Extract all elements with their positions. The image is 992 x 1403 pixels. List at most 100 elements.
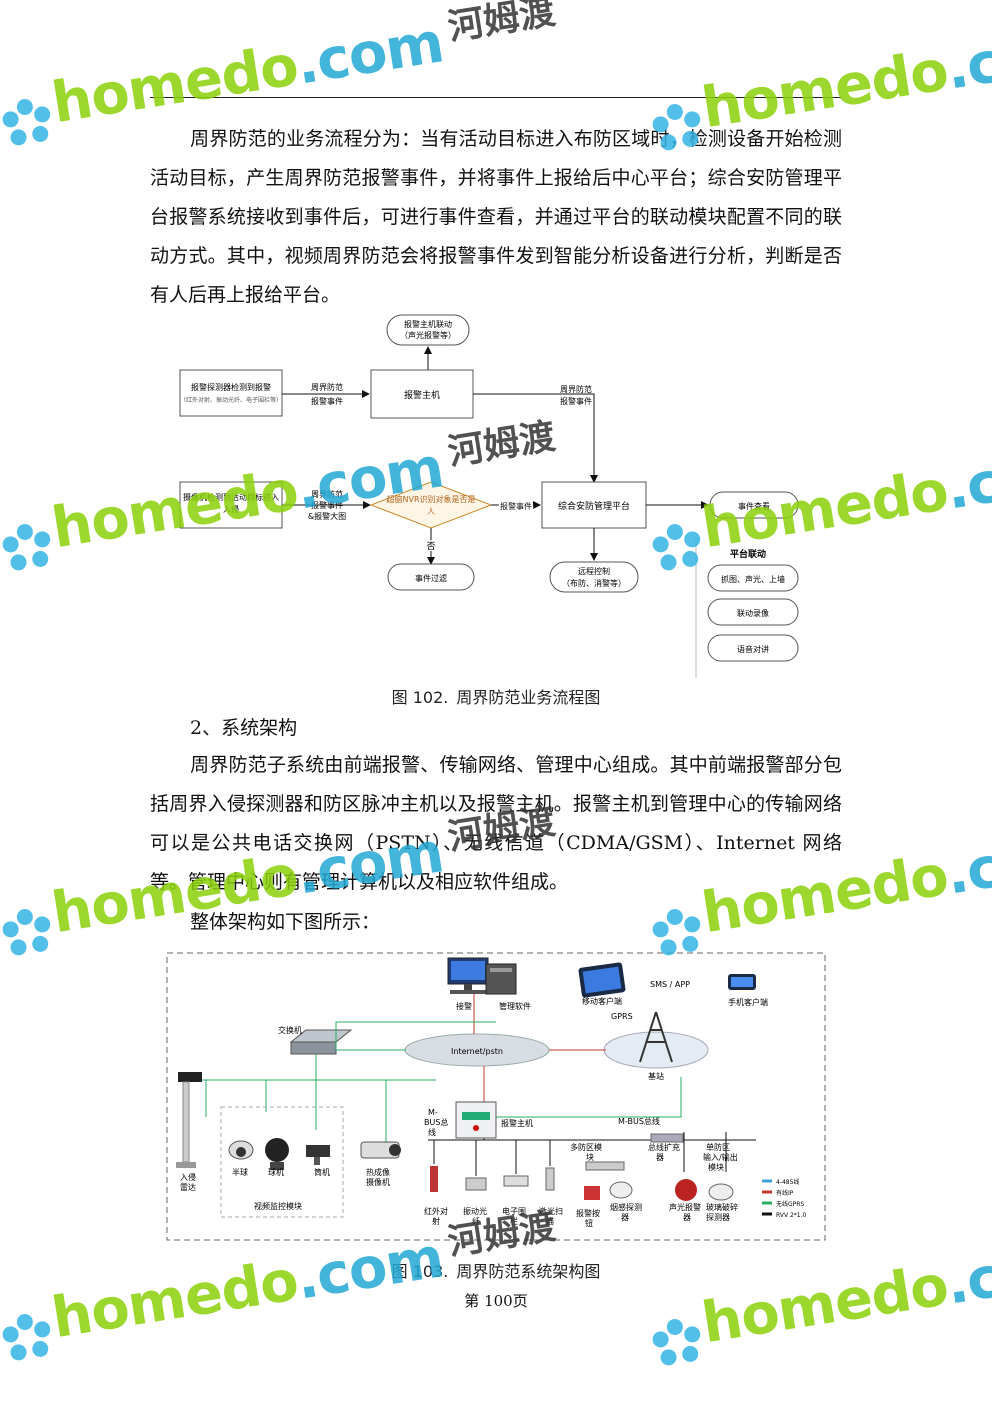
caption-title: 周界防范系统架构图 <box>456 1262 601 1281</box>
watermark: homedo.com <box>644 820 992 962</box>
svg-text:交换机: 交换机 <box>278 1025 302 1035</box>
svg-text:M-: M- <box>428 1108 438 1117</box>
svg-text:（红外对射、振动光纤、电子围栏等）: （红外对射、振动光纤、电子围栏等） <box>180 396 282 404</box>
svg-text:M-BUS总线: M-BUS总线 <box>618 1116 660 1126</box>
svg-text:纤: 纤 <box>472 1216 480 1226</box>
svg-text:远程控制: 远程控制 <box>578 566 610 576</box>
svg-text:BUS总: BUS总 <box>424 1117 448 1127</box>
tablet-icon <box>578 962 626 998</box>
figure-102-caption: 图 102.周界防范业务流程图 <box>0 684 992 708</box>
detector-labels: 红外对 射 振动光 纤 电子围 栏 激光扫 描 报警按 钮 烟感探测 器 声光报… <box>424 1202 738 1228</box>
watermark: homedo.com河姆渡 <box>0 416 563 577</box>
caption-label: 图 103. <box>391 1262 449 1281</box>
svg-text:联动录像: 联动录像 <box>737 608 769 618</box>
caption-title: 周界防范业务流程图 <box>456 688 601 707</box>
paragraph-architecture: 周界防范子系统由前端报警、传输网络、管理中心组成。其中前端报警部分包括周界入侵探… <box>150 754 842 893</box>
alarm-monitor-icon <box>447 957 489 994</box>
svg-text:综合安防管理平台: 综合安防管理平台 <box>558 500 630 512</box>
phone-icon <box>728 974 756 990</box>
svg-text:线: 线 <box>428 1127 436 1137</box>
svg-text:声光报警: 声光报警 <box>669 1202 701 1212</box>
svg-text:报警探测器检测到报警: 报警探测器检测到报警 <box>191 382 271 392</box>
svg-text:玻璃破碎: 玻璃破碎 <box>706 1202 738 1212</box>
header-rule <box>150 97 842 98</box>
bullet-camera-icon <box>306 1145 330 1165</box>
svg-text:球机: 球机 <box>268 1167 284 1177</box>
svg-text:入侵: 入侵 <box>180 1172 196 1182</box>
base-station-icon <box>603 1011 709 1069</box>
svg-text:摄像机检测到活动目标进入: 摄像机检测到活动目标进入 <box>183 492 279 502</box>
svg-text:报警事件: 报警事件 <box>311 396 343 406</box>
svg-text:摄像机: 摄像机 <box>366 1177 390 1187</box>
ptz-camera-icon <box>265 1138 289 1170</box>
paragraph-intro: 整体架构如下图所示： <box>190 911 381 933</box>
svg-text:雷达: 雷达 <box>180 1182 196 1192</box>
svg-text:半球: 半球 <box>232 1167 248 1177</box>
svg-text:GPRS: GPRS <box>611 1012 633 1021</box>
server-icon <box>485 963 517 995</box>
svg-text:模块: 模块 <box>708 1162 724 1172</box>
svg-text:烟感探测: 烟感探测 <box>610 1202 642 1212</box>
svg-text:单防区: 单防区 <box>706 1142 730 1152</box>
svg-text:基站: 基站 <box>648 1071 664 1081</box>
svg-text:描: 描 <box>546 1216 554 1226</box>
svg-text:激光扫: 激光扫 <box>539 1206 563 1216</box>
svg-text:射: 射 <box>432 1216 440 1226</box>
svg-text:抓图、声光、上墙: 抓图、声光、上墙 <box>721 574 785 584</box>
alarm-host-icon <box>455 1101 497 1139</box>
svg-text:电子围: 电子围 <box>502 1206 526 1216</box>
page-number: 第 100页 <box>464 1292 528 1310</box>
svg-text:报警按: 报警按 <box>576 1208 600 1218</box>
svg-text:多防区模: 多防区模 <box>570 1142 602 1152</box>
svg-text:（声光报警等）: （声光报警等） <box>400 330 456 340</box>
watermark: homedo.com <box>644 1230 992 1372</box>
svg-text:周界防范: 周界防范 <box>311 382 343 392</box>
svg-text:栏: 栏 <box>510 1216 518 1226</box>
linkage-group: 平台联动 抓图、声光、上墙 联动录像 语音对讲 <box>695 538 799 678</box>
svg-text:Internet/pstn: Internet/pstn <box>451 1047 503 1056</box>
svg-text:报警主机联动: 报警主机联动 <box>404 319 452 329</box>
watermark: homedo.com <box>644 435 992 577</box>
watermark: homedo.com <box>644 15 992 157</box>
flowchart-figure: 报警主机联动 （声光报警等） 报警探测器检测到报警 （红外对射、振动光纤、电子围… <box>179 314 799 678</box>
svg-text:器: 器 <box>621 1213 629 1222</box>
svg-text:总线扩充: 总线扩充 <box>648 1142 680 1152</box>
svg-text:探测器: 探测器 <box>706 1212 730 1222</box>
svg-text:输入/输出: 输入/输出 <box>703 1152 738 1162</box>
architecture-figure: 接警 管理软件 移动客户端 SMS / APP 手机客户端 GPRS 基站 交换… <box>166 952 826 1241</box>
svg-text:块: 块 <box>586 1152 594 1162</box>
svg-text:移动客户端: 移动客户端 <box>582 996 622 1006</box>
svg-text:视频监控模块: 视频监控模块 <box>254 1201 302 1211</box>
svg-text:平台联动: 平台联动 <box>730 548 766 560</box>
legend: 4-485线 有线IP 无线GPRS RVV 2*1.0 <box>760 1174 818 1219</box>
flower-logo-icon <box>0 93 57 152</box>
radar-icon <box>176 1072 202 1168</box>
svg-text:4-485线: 4-485线 <box>776 1178 799 1186</box>
svg-text:热成像: 热成像 <box>366 1167 390 1177</box>
svg-text:&报警大图: &报警大图 <box>308 511 346 521</box>
svg-text:入侵: 入侵 <box>223 504 239 514</box>
section-heading: 2、系统架构 <box>190 717 298 739</box>
svg-text:（布防、消警等）: （布防、消警等） <box>562 578 626 588</box>
svg-text:报警事件: 报警事件 <box>500 501 532 511</box>
svg-text:无线GPRS: 无线GPRS <box>776 1200 804 1208</box>
detector-icons <box>430 1166 734 1201</box>
watermark: homedo.com河姆渡 <box>0 801 563 962</box>
svg-text:报警事件: 报警事件 <box>311 500 343 510</box>
svg-text:器: 器 <box>683 1213 691 1222</box>
svg-text:器: 器 <box>656 1153 664 1162</box>
svg-text:周界防范: 周界防范 <box>311 489 343 499</box>
svg-text:人: 人 <box>427 507 435 516</box>
svg-text:周界防范: 周界防范 <box>560 384 592 394</box>
platform-node: 综合安防管理平台 <box>541 481 647 529</box>
svg-text:SMS / APP: SMS / APP <box>650 980 690 989</box>
watermark: homedo.com河姆渡 <box>0 0 563 152</box>
svg-text:筒机: 筒机 <box>314 1167 330 1177</box>
flower-logo-icon <box>648 903 707 962</box>
svg-text:报警主机: 报警主机 <box>501 1118 533 1128</box>
svg-text:钮: 钮 <box>585 1218 593 1228</box>
dome-camera-icon <box>228 1140 254 1160</box>
event-view-node: 事件查看 <box>709 491 799 519</box>
figure-103-caption: 图 103. 周界防范系统架构图 <box>0 1258 992 1282</box>
svg-text:事件过滤: 事件过滤 <box>415 573 447 583</box>
